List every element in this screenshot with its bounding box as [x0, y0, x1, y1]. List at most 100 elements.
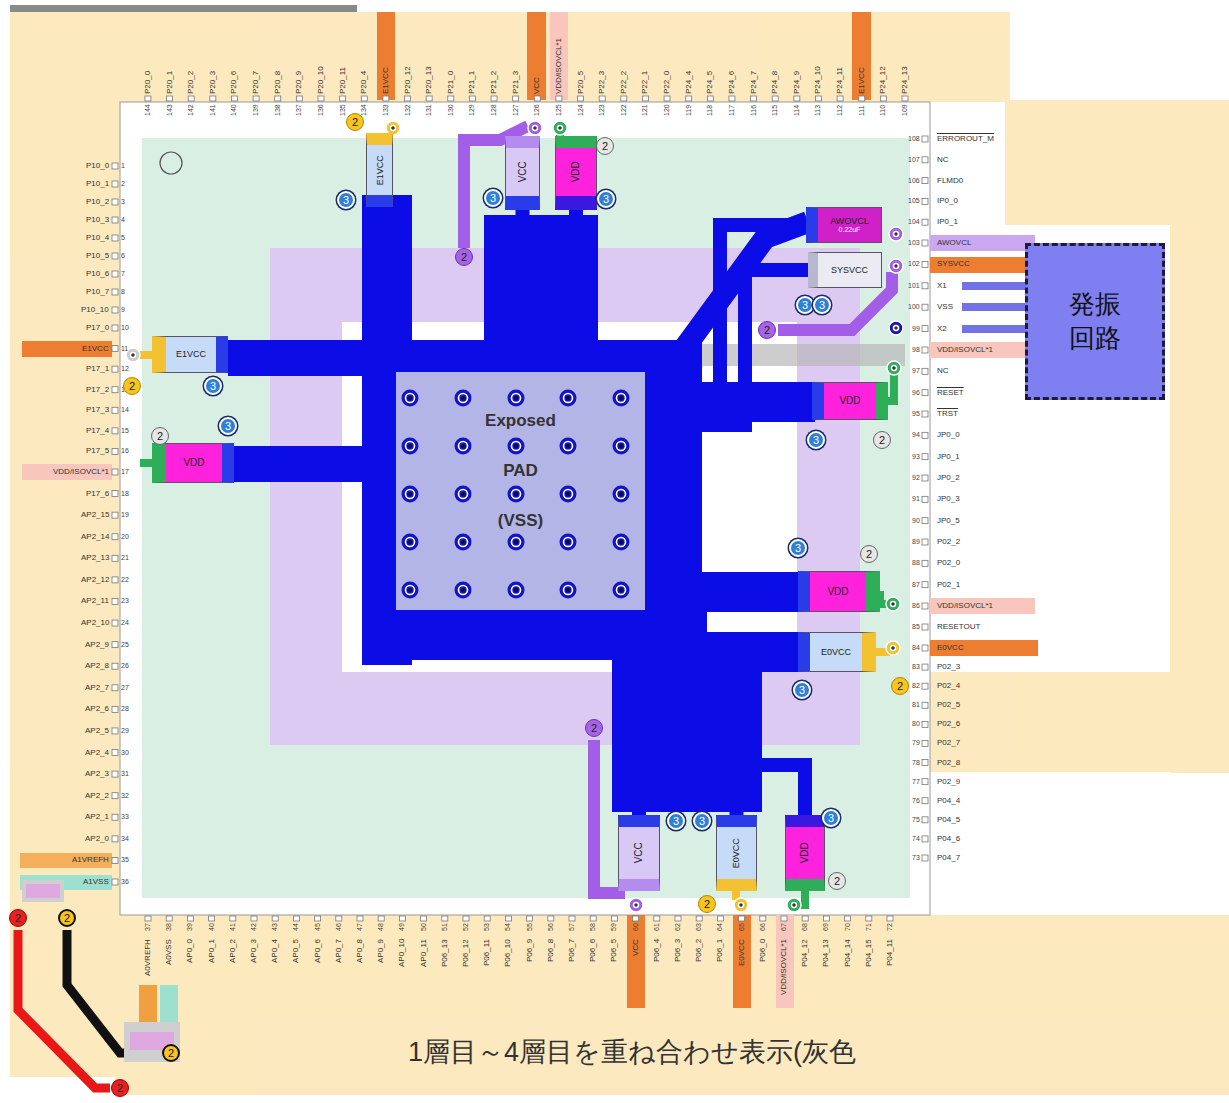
pin-pad [922, 261, 928, 267]
pin-name: P21_2 [489, 71, 499, 94]
pin-name: VDD/ISOVCL*1 [937, 345, 993, 355]
callout-number: 2 [891, 677, 909, 695]
via-array [396, 372, 645, 610]
node-label: VCC [633, 842, 645, 863]
pin-pad [112, 642, 118, 648]
pin-pad [253, 96, 259, 101]
pin-pad [112, 879, 118, 885]
pin-number: 96 [912, 389, 920, 397]
pin-number: 29 [121, 727, 129, 735]
pin-name: P20_1 [165, 71, 175, 94]
pin-number: 48 [377, 923, 385, 931]
pin-number: 61 [653, 923, 661, 931]
pin-name: P04_5 [937, 815, 960, 825]
pin-name: P10_1 [86, 179, 109, 189]
pin-pad [491, 96, 497, 101]
pin-number: 131 [425, 104, 433, 116]
pin-number: 57 [568, 923, 576, 931]
pin-pad [112, 555, 118, 561]
pin-number: 105 [908, 197, 920, 205]
pin-name: ERROROUT_M [937, 134, 994, 144]
pin-number: 107 [908, 156, 920, 164]
callout-number: 3 [204, 377, 222, 395]
pin-name: P02_6 [937, 719, 960, 729]
callout-number: 3 [219, 417, 237, 435]
copper-trace [645, 225, 806, 390]
pin-name: AP0_6 [313, 939, 323, 963]
pin-name: P22_0 [662, 71, 672, 94]
pin-number: 26 [121, 662, 129, 670]
pin-name: P10_4 [86, 233, 109, 243]
pin-name: P06_0 [758, 939, 768, 962]
callout-number: 2 [162, 1044, 180, 1062]
pin-pad [611, 916, 617, 921]
pin-number: 129 [468, 104, 476, 116]
pin-number: 81 [912, 701, 920, 709]
pin-name: AP2_11 [81, 596, 109, 606]
pin-name: P06_10 [503, 939, 513, 967]
pin-pad [166, 916, 172, 921]
pin-pad [739, 916, 745, 921]
pin-pad [675, 916, 681, 921]
pin-name: P04_4 [937, 796, 960, 806]
pin-pad [642, 96, 648, 101]
pin-number: 112 [836, 105, 844, 116]
node-label: VCC [517, 161, 529, 182]
pin-name: P10_5 [86, 251, 109, 261]
pin-number: 50 [420, 923, 428, 931]
node-label: VDD [570, 161, 582, 182]
pin-pad [383, 96, 389, 101]
pin-pad [664, 96, 670, 101]
pin-pad [815, 96, 821, 101]
pin-number: 97 [912, 367, 920, 375]
pin-name: VCC [631, 939, 641, 956]
pin-pad [340, 96, 346, 101]
pin-pad [405, 96, 411, 101]
pin-name: P04_13 [821, 939, 831, 967]
pin-name: AP2_5 [85, 726, 109, 736]
pin-name: P17_1 [86, 364, 109, 374]
pin-number: 16 [121, 447, 129, 455]
pin-number: 44 [292, 923, 300, 931]
pin-name: P02_5 [937, 700, 960, 710]
pin-number: 70 [844, 923, 852, 931]
pin-number: 92 [912, 474, 920, 482]
pin-name: P24_11 [835, 67, 845, 94]
pin-name: P20_12 [403, 66, 413, 94]
pin-name: AP2_2 [85, 791, 109, 801]
pin-pad [922, 157, 928, 163]
pin-name: VDD/ISOVCL*1 [554, 38, 564, 94]
pin-number: 65 [738, 923, 746, 931]
pin-pad [112, 706, 118, 712]
part-label: VDD [827, 586, 848, 598]
pin-pad [296, 96, 302, 101]
pin-name: E0VCC [737, 939, 747, 966]
pin-number: 136 [317, 104, 325, 116]
pin-number: 53 [483, 923, 491, 931]
pin-number: 73 [912, 854, 920, 862]
pin-pad [112, 620, 118, 626]
pin-name: P04_14 [843, 939, 853, 967]
pin-pad [318, 96, 324, 101]
pin-name: P20_10 [316, 66, 326, 94]
pin-pad [112, 387, 118, 393]
pin-number: 39 [186, 923, 194, 931]
pin-number: 24 [121, 619, 129, 627]
capacitor-part: VDD [812, 382, 888, 420]
part-label: E0VCC [731, 838, 741, 868]
pin-number: 72 [886, 923, 894, 931]
capacitor-part: VCC [505, 136, 540, 210]
pin-pad [686, 96, 692, 101]
part-label: E1VCC [176, 349, 206, 359]
pin-pad [112, 428, 118, 434]
capacitor-part: VDD [152, 443, 234, 483]
pin-name: P06_13 [440, 939, 450, 967]
pin-pad [590, 916, 596, 921]
pin-name: P10_3 [86, 215, 109, 225]
pin-name: P06_11 [482, 939, 492, 966]
callout-number: 3 [597, 190, 615, 208]
pin-number: 8 [121, 288, 125, 296]
pin-pad [922, 624, 928, 630]
node-label: E1VCC [176, 349, 206, 359]
part-label: VCC [517, 161, 529, 182]
